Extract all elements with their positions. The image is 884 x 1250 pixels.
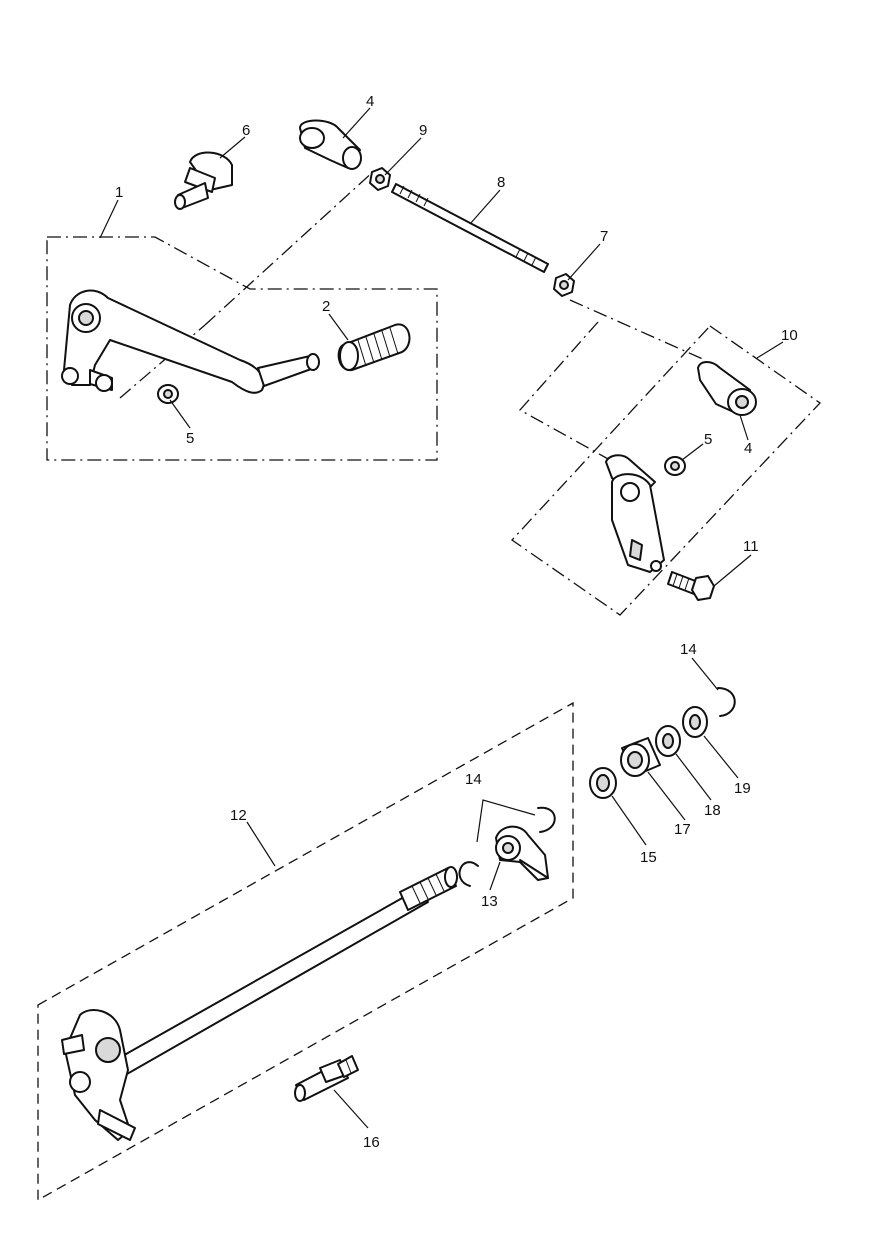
stud-part: [294, 1055, 359, 1102]
callout-12: 12: [230, 807, 247, 824]
callout-6: 6: [242, 122, 250, 139]
callout-5-left: 5: [186, 430, 194, 447]
callout-11: 11: [743, 538, 759, 555]
washer-left-part: [157, 384, 179, 404]
leader-lines: [99, 107, 784, 1129]
shift-arm-bolt-part: [667, 571, 715, 601]
pivot-bolt-part: [174, 151, 233, 210]
callout-13: 13: [481, 893, 498, 910]
footrest-rubber-part: [337, 323, 411, 372]
callout-15: 15: [640, 849, 657, 866]
selector-shaft-part: [61, 866, 458, 1141]
callout-5-right: 5: [704, 431, 712, 448]
group-boundary-10: [511, 299, 821, 616]
linkage-rod-part: [391, 183, 549, 273]
circlip-shaft-upper-part: [537, 806, 556, 833]
callout-14-separate: 14: [680, 641, 697, 658]
circlip-separate-part: [717, 687, 736, 717]
callout-14-shaft: 14: [465, 771, 482, 788]
collar-17-part: [620, 737, 661, 777]
callout-7: 7: [600, 228, 608, 245]
washer-15-part: [589, 767, 617, 799]
shift-arm-part: [605, 454, 665, 573]
callout-4-upper: 4: [366, 93, 374, 110]
callout-8: 8: [497, 174, 505, 191]
callout-9: 9: [419, 122, 427, 139]
callout-18: 18: [704, 802, 721, 819]
washer-right-part: [664, 456, 686, 476]
callout-17: 17: [674, 821, 691, 838]
stopper-collar-part: [495, 825, 549, 881]
group-boundary-12: [37, 701, 574, 1202]
nut-upper-part: [369, 167, 391, 191]
rod-end-lower-part: [697, 361, 757, 416]
washer-19-part: [682, 706, 708, 738]
rod-end-upper-part: [299, 119, 362, 170]
gear-lever-part: [61, 289, 320, 394]
washer-18-part: [655, 725, 681, 757]
circlip-shaft-lower-part: [458, 861, 479, 887]
callout-1: 1: [115, 184, 123, 201]
callout-16: 16: [363, 1134, 380, 1151]
group-boundary-1: [46, 169, 438, 461]
callout-10: 10: [781, 327, 798, 344]
callout-19: 19: [734, 780, 751, 797]
callout-4-lower: 4: [744, 440, 752, 457]
callout-labels: 1 2 4 4 5 5 6 7 8 9 10 11 12 13 14 14 15…: [115, 93, 798, 1151]
callout-2: 2: [322, 298, 330, 315]
